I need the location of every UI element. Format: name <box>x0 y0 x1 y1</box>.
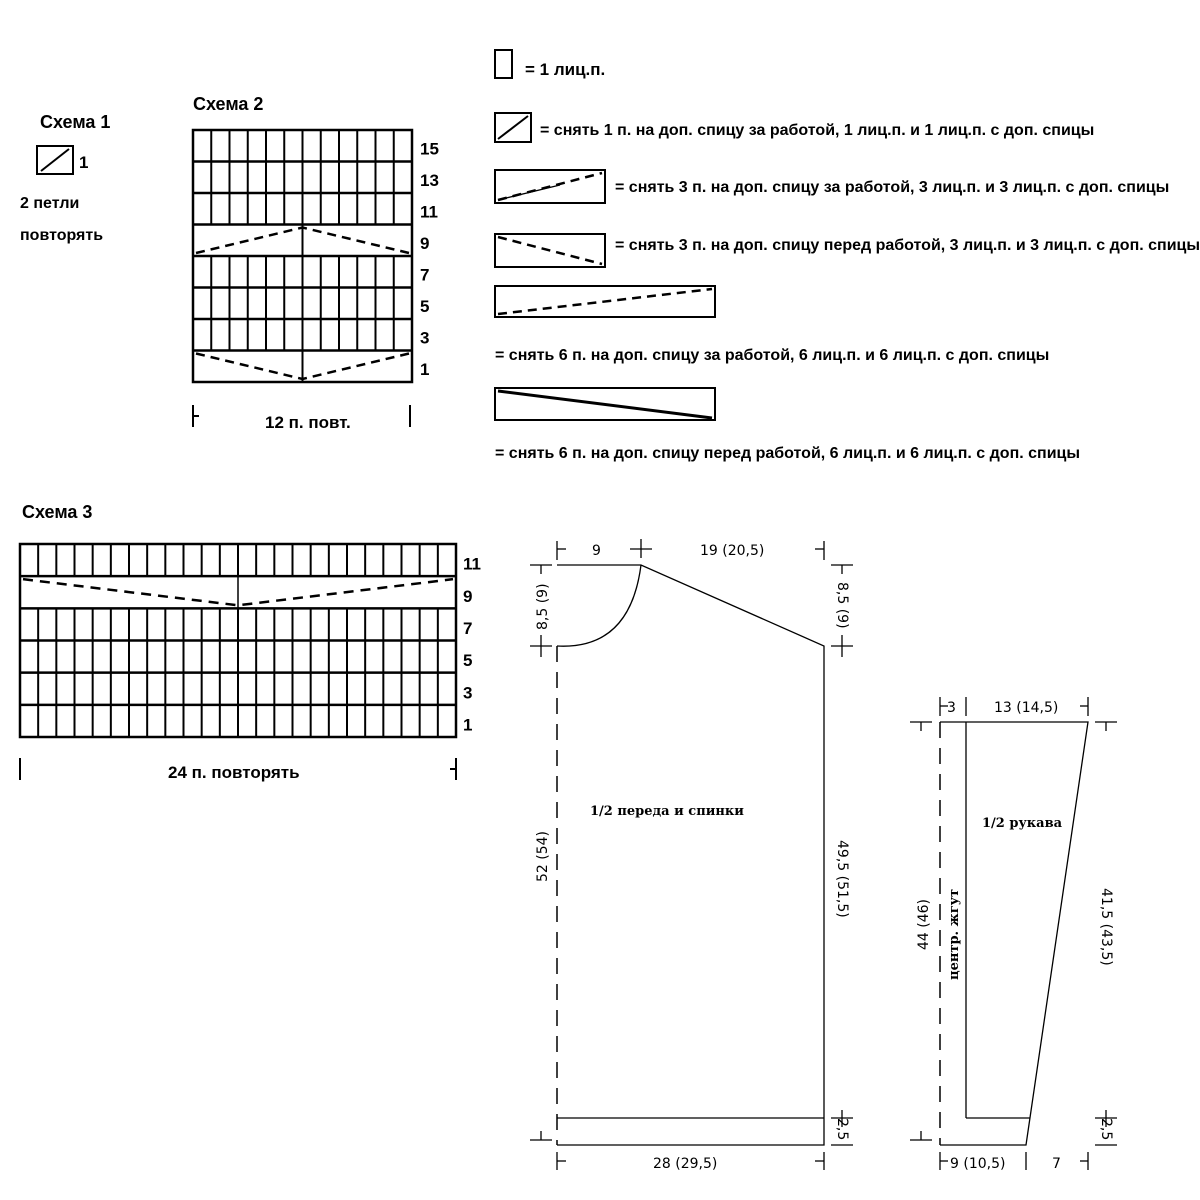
legend-cross-6-front: = снять 6 п. на доп. спицу перед работой… <box>495 445 1080 462</box>
schema-3-row-number: 11 <box>463 555 481 574</box>
legend-cross-3-front: = снять 3 п. на доп. спицу перед работой… <box>615 237 1200 254</box>
body-side-length: 49,5 (51,5) <box>834 840 850 918</box>
sleeve-top-width: 13 (14,5) <box>994 700 1058 716</box>
cross-6-back-dashed <box>497 287 713 316</box>
body-rib-height: 2,5 <box>834 1118 850 1140</box>
schema-3-cable-row9 <box>22 577 454 607</box>
legend-knit: = 1 лиц.п. <box>525 60 605 79</box>
schema-2-row-number: 7 <box>420 266 429 285</box>
body-pattern: 9 19 (20,5) 8,5 (9) 52 (54) 8,5 (9) 49,5… <box>530 539 853 1172</box>
schema-2-row-number: 1 <box>420 360 429 379</box>
schema-2-row-number: 5 <box>420 297 429 316</box>
cross-6-front-stroke <box>497 389 713 420</box>
cross-3-front-symbol <box>494 233 606 268</box>
sleeve-center-label: центр. жгут <box>947 889 962 980</box>
schema-2-row-number: 15 <box>420 140 439 159</box>
schema-3: Схема 3 11 9 7 5 3 1 24 п. повторять <box>18 502 481 782</box>
schema-2-grid <box>191 128 414 384</box>
schema-3-row-number: 7 <box>463 619 472 638</box>
sleeve-label: 1/2 рукава <box>982 816 1063 831</box>
schema-1-row-number: 1 <box>79 153 88 172</box>
schema-2-row-numbers: 15 13 11 9 7 5 3 1 <box>420 140 439 380</box>
schema-1-note-line2: повторять <box>20 227 103 244</box>
schema-3-repeat-label: 24 п. повторять <box>168 763 300 782</box>
body-neck-width: 9 <box>592 543 601 559</box>
schema-2-row-number: 9 <box>420 234 429 253</box>
body-bottom-width: 28 (29,5) <box>653 1156 717 1172</box>
sleeve-length-right: 41,5 (43,5) <box>1098 888 1114 966</box>
schema-1-note-line1: 2 петли <box>20 195 79 212</box>
schema-2: Схема 2 15 13 11 9 7 5 3 1 12 п. повт. <box>191 94 439 432</box>
schema-2-row-number: 13 <box>420 171 439 190</box>
cross-1-symbol <box>36 145 74 175</box>
legend-cross-6-back: = снять 6 п. на доп. спицу за работой, 6… <box>495 347 1049 364</box>
cross-6-front-symbol <box>494 387 716 421</box>
legend-cross-1-back: = снять 1 п. на доп. спицу за работой, 1… <box>540 122 1094 139</box>
legend: = 1 лиц.п. = снять 1 п. на доп. спицу за… <box>494 49 1200 462</box>
schema-3-row-numbers: 11 9 7 5 3 1 <box>463 555 481 735</box>
schema-3-row-number: 5 <box>463 651 472 670</box>
knit-symbol <box>494 49 513 79</box>
cross-3-back-stroke <box>497 184 561 201</box>
schema-2-title: Схема 2 <box>193 94 263 114</box>
schema-2-row-number: 11 <box>420 203 438 222</box>
cross-1-back-symbol <box>494 112 532 143</box>
sleeve-outline <box>940 721 1089 1146</box>
schema-3-row-number: 9 <box>463 587 472 606</box>
body-label: 1/2 переда и спинки <box>590 804 744 819</box>
cross-3-back-symbol <box>494 169 606 204</box>
neck-curve <box>556 564 642 647</box>
cross-3-front-dashed <box>497 235 603 266</box>
sleeve-pattern: 3 13 (14,5) 44 (46) 41,5 (43,5) 2,5 9 (1… <box>910 697 1117 1172</box>
schema-3-row-number: 1 <box>463 716 472 735</box>
schema-3-grid <box>18 542 458 739</box>
schema-1-title: Схема 1 <box>40 112 110 132</box>
body-neck-depth: 8,5 (9) <box>535 583 551 630</box>
body-shoulder-drop: 8,5 (9) <box>834 582 850 629</box>
cross-1-stroke <box>40 148 70 172</box>
legend-cross-3-back: = снять 3 п. на доп. спицу за работой, 3… <box>615 179 1169 196</box>
sleeve-bottom-right: 7 <box>1052 1156 1061 1172</box>
sleeve-rib-height: 2,5 <box>1098 1118 1114 1140</box>
body-shoulder-width: 19 (20,5) <box>700 543 764 559</box>
schema-2-row-number: 3 <box>420 329 429 348</box>
schema-3-title: Схема 3 <box>22 502 92 522</box>
schema-3-row-number: 3 <box>463 683 472 702</box>
body-outline <box>557 564 825 1146</box>
body-total-length: 52 (54) <box>535 831 551 882</box>
sleeve-top-inner: 3 <box>947 700 956 716</box>
sleeve-length-left: 44 (46) <box>916 899 932 950</box>
cross-1-back-stroke <box>497 115 529 140</box>
sleeve-bottom-left: 9 (10,5) <box>950 1156 1005 1172</box>
schema-2-repeat-label: 12 п. повт. <box>265 413 351 432</box>
schema-1: Схема 1 1 2 петли повторять <box>20 112 110 244</box>
